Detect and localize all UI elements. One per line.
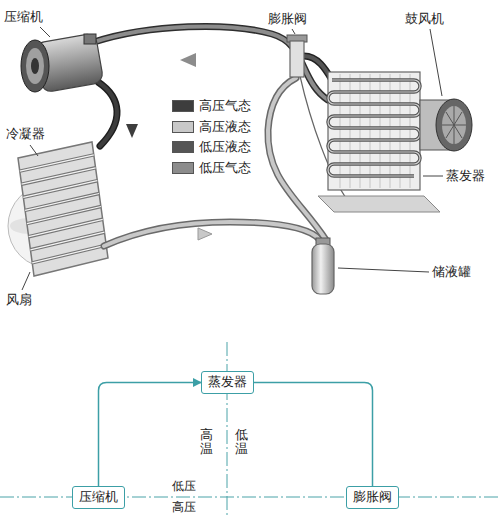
leader-line [30, 145, 38, 156]
expansion-valve-symbol [287, 35, 307, 77]
refrigerant-pipes [98, 82, 117, 146]
part-label: 储液罐 [432, 264, 471, 280]
legend-text: 低压液态 [199, 139, 251, 155]
leader-line [22, 27, 443, 290]
legend-swatch [172, 162, 194, 174]
leader-line [22, 272, 30, 290]
refrigerant-pipes [94, 26, 358, 246]
legend-row: 高压液态 [172, 119, 262, 135]
evaporator-symbol [328, 80, 420, 176]
flow-arrow [198, 228, 212, 240]
flow-connector [99, 382, 202, 486]
blower-symbol [442, 106, 466, 144]
legend-row: 高压气态 [172, 98, 262, 114]
legend-swatch [172, 100, 194, 112]
refrigerant-pipes [268, 78, 326, 240]
condenser-symbol [20, 155, 106, 263]
compressor-symbol [21, 40, 49, 92]
legend-text: 低压气态 [199, 160, 251, 176]
condenser-symbol [20, 155, 106, 263]
refrigerant-pipes [104, 222, 320, 246]
process-box: 蒸发器 [201, 371, 254, 394]
part-label: 风扇 [6, 292, 32, 308]
pressure-label: 高压 [172, 500, 196, 514]
leader-line [40, 27, 50, 37]
evaporator-symbol [328, 72, 420, 190]
blower-symbol [442, 106, 466, 144]
part-label: 鼓风机 [405, 11, 444, 27]
box-text: 蒸发器 [208, 374, 247, 389]
box-text: 压缩机 [79, 489, 118, 504]
evaporator-symbol [328, 80, 420, 176]
refrigerant-pipes [104, 222, 320, 246]
process-box: 压缩机 [72, 486, 125, 509]
blower-symbol [436, 99, 472, 151]
condenser-symbol [18, 142, 108, 276]
compressor-symbol [26, 48, 44, 84]
refrigerant-pipes [94, 26, 328, 100]
box-text: 膨胀阀 [353, 489, 392, 504]
flow-connector [254, 382, 373, 486]
leader-line [338, 268, 429, 272]
part-label: 冷凝器 [6, 126, 45, 142]
flow-arrow [180, 53, 196, 67]
center-axis [227, 342, 228, 516]
part-label: 膨胀阀 [268, 11, 307, 27]
leader-line [423, 176, 443, 177]
flow-arrow [126, 124, 138, 138]
compressor-symbol [84, 34, 96, 44]
refrigerant-pipes [94, 26, 328, 100]
blower-symbol [420, 99, 472, 151]
legend-text: 高压液态 [199, 119, 251, 135]
legend-row: 低压液态 [172, 139, 262, 155]
compressor-symbol [21, 33, 104, 93]
receiver-drier-symbol [312, 238, 334, 294]
refrigerant-pipes [268, 78, 326, 240]
center-axis [0, 342, 500, 516]
part-label: 压缩机 [4, 9, 43, 25]
refrigerant-pipes [98, 82, 117, 146]
leader-line [430, 29, 442, 96]
legend-row: 低压气态 [172, 160, 262, 176]
pressure-label: 低压 [172, 479, 196, 493]
condenser-symbol [18, 142, 108, 276]
temperature-label: 低温 [235, 428, 248, 457]
receiver-drier-symbol [312, 244, 334, 294]
legend-swatch [172, 141, 194, 153]
expansion-valve-symbol [290, 41, 304, 77]
leader-line [292, 29, 295, 34]
evaporator-symbol [318, 196, 440, 212]
legend-text: 高压气态 [199, 98, 251, 114]
part-label: 蒸发器 [446, 168, 485, 184]
compressor-symbol [31, 58, 39, 74]
temperature-label: 高温 [200, 428, 213, 457]
legend-swatch [172, 121, 194, 133]
process-box: 膨胀阀 [346, 486, 399, 509]
